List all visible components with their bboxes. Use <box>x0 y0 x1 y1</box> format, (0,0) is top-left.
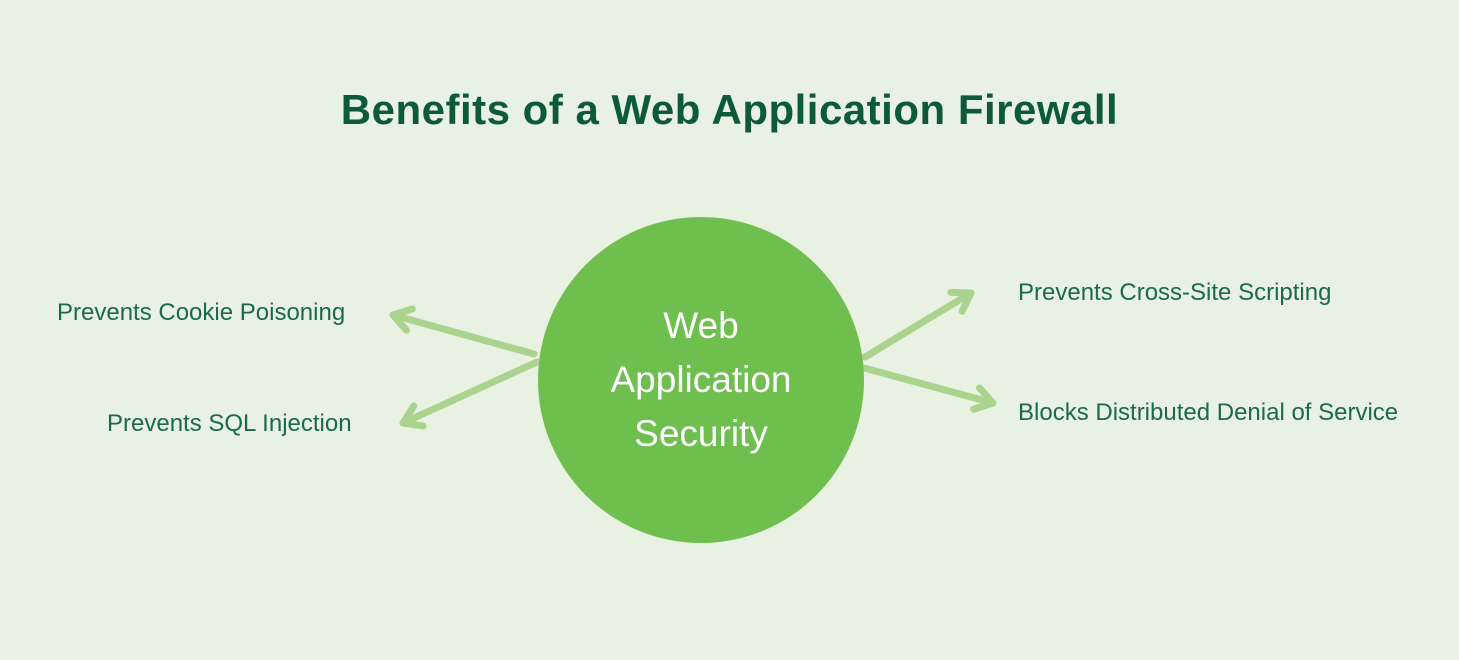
central-node-line: Application <box>610 359 792 400</box>
benefit-label-sql-injection: Prevents SQL Injection <box>107 410 352 437</box>
central-node: Web Application Security <box>538 217 864 543</box>
arrow-left-top <box>389 305 538 358</box>
central-node-line: Web <box>663 305 739 346</box>
benefit-label-cookie-poisoning: Prevents Cookie Poisoning <box>57 299 346 326</box>
benefit-label-ddos: Blocks Distributed Denial of Service <box>1018 399 1399 426</box>
arrow-right-top <box>861 288 975 361</box>
page-title: Benefits of a Web Application Firewall <box>340 86 1119 133</box>
arrow-right-bottom <box>860 364 997 413</box>
arrow-left-bottom <box>399 358 541 430</box>
benefit-label-cross-site-scripting: Prevents Cross-Site Scripting <box>1018 279 1332 306</box>
central-node-line: Security <box>634 413 768 454</box>
